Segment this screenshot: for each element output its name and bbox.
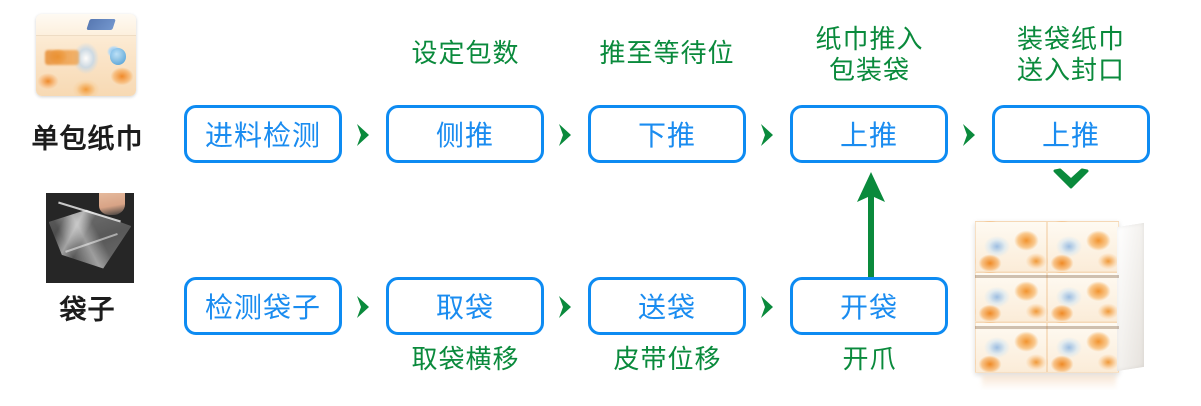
step-box-take-bag[interactable]: 取袋 bbox=[386, 277, 544, 335]
bundled-tissue-packs-image bbox=[968, 218, 1148, 390]
caption-bagged-to-seal: 装袋纸巾 送入封口 bbox=[1016, 24, 1125, 85]
chevron-right-icon bbox=[554, 120, 576, 150]
step-box-up-push-1[interactable]: 上推 bbox=[790, 105, 948, 163]
pack-logo-icon bbox=[45, 50, 79, 65]
chevron-right-icon bbox=[554, 292, 576, 322]
step-box-feed-bag[interactable]: 送袋 bbox=[588, 277, 746, 335]
arrow-up-icon bbox=[855, 172, 887, 280]
hand-icon bbox=[98, 193, 126, 215]
bundle-reflection bbox=[982, 374, 1116, 390]
step-box-bag-inspection[interactable]: 检测袋子 bbox=[184, 277, 342, 335]
step-box-feed-inspection[interactable]: 进料检测 bbox=[184, 105, 342, 163]
caption-set-count: 设定包数 bbox=[411, 38, 520, 68]
chevron-down-icon bbox=[1052, 168, 1090, 194]
step-box-side-push[interactable]: 侧推 bbox=[386, 105, 544, 163]
caption-belt-shift: 皮带位移 bbox=[613, 344, 722, 374]
source-label-tissue: 单包纸巾 bbox=[31, 124, 144, 154]
chevron-right-icon bbox=[756, 292, 778, 322]
caption-take-bag-shift: 取袋横移 bbox=[411, 344, 520, 374]
step-box-down-push[interactable]: 下推 bbox=[588, 105, 746, 163]
chevron-right-icon bbox=[958, 120, 980, 150]
bundle-body-shape bbox=[975, 221, 1120, 373]
single-tissue-pack-image bbox=[36, 14, 136, 96]
chevron-right-icon bbox=[352, 292, 374, 322]
bundle-side-shape bbox=[1117, 222, 1145, 372]
step-box-open-bag[interactable]: 开袋 bbox=[790, 277, 948, 335]
plastic-bag-image bbox=[46, 193, 134, 283]
step-box-up-push-2[interactable]: 上推 bbox=[992, 105, 1150, 163]
caption-open-claw: 开爪 bbox=[842, 344, 897, 374]
chevron-right-icon bbox=[352, 120, 374, 150]
caption-push-to-wait: 推至等待位 bbox=[599, 38, 735, 68]
source-label-bag: 袋子 bbox=[59, 295, 116, 325]
caption-tissue-into-bag: 纸巾推入 包装袋 bbox=[815, 24, 924, 85]
chevron-right-icon bbox=[756, 120, 778, 150]
bag-film-shape bbox=[48, 209, 132, 269]
pack-badge-icon bbox=[110, 48, 126, 65]
